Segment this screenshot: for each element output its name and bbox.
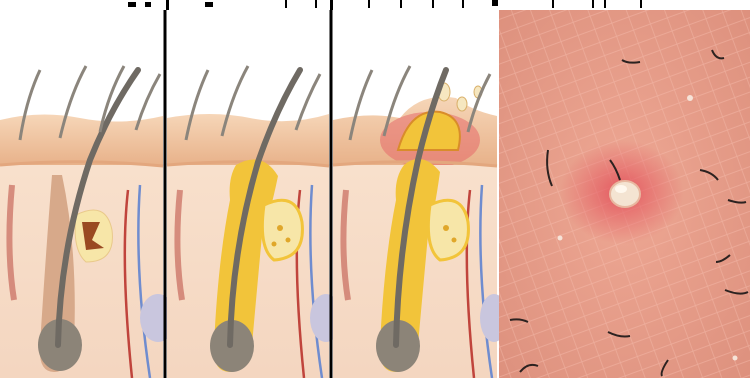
panel-follicle-infected [167, 10, 342, 378]
panel-skin-photo-pustule [499, 10, 750, 378]
top-crop-strip [0, 0, 750, 10]
panel-follicle-normal [0, 10, 176, 378]
panel-follicle-pustule-rupture [333, 10, 508, 378]
